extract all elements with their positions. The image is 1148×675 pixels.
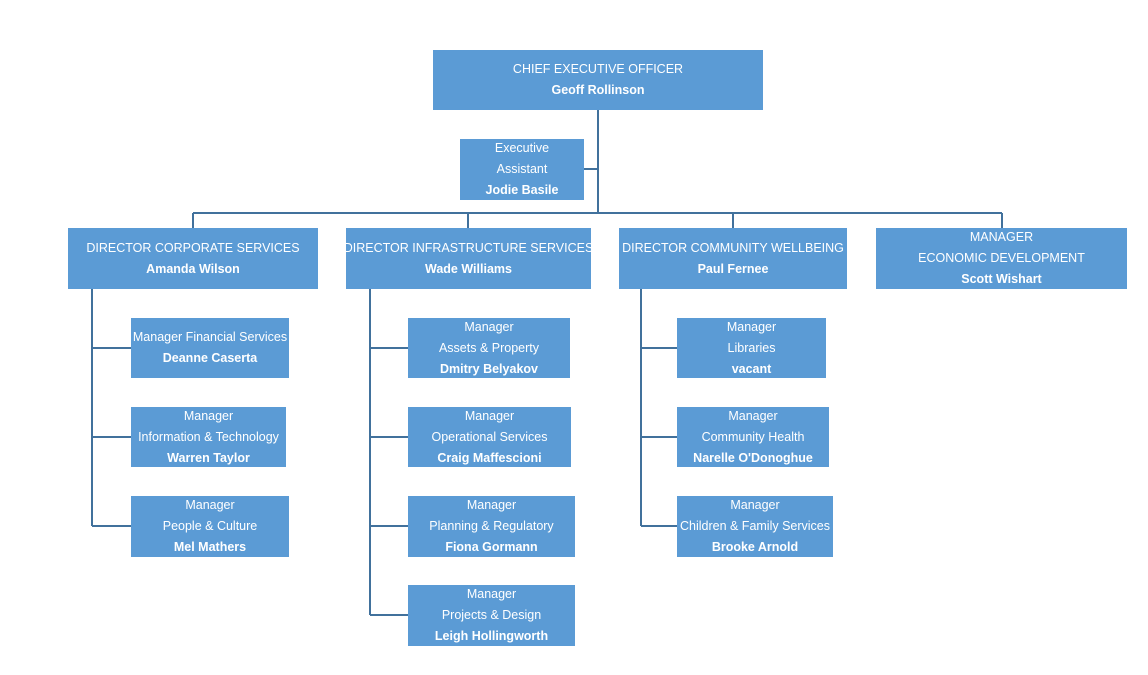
manager-name: Warren Taylor (167, 450, 250, 465)
manager-box: Manager Operational Services Craig Maffe… (408, 407, 571, 467)
manager-title: Manager (464, 408, 515, 423)
manager-box: Manager Financial Services Deanne Casert… (131, 318, 289, 378)
manager-box: Manager Information & Technology Warren … (131, 407, 286, 467)
manager-box: Manager People & Culture Mel Mathers (131, 496, 289, 557)
manager-title: Planning & Regulatory (429, 519, 554, 533)
assistant-title-line: Executive (494, 141, 550, 155)
manager-box: Manager Libraries vacant (677, 318, 826, 378)
manager-box: Manager Assets & Property Dmitry Belyako… (408, 318, 570, 378)
manager-title: Libraries (727, 340, 776, 355)
manager-title: Manager (464, 319, 514, 334)
director-name: Paul Fernee (697, 261, 769, 276)
director-title: ECONOMIC DEVELOPMENT (918, 251, 1085, 265)
manager-title: Manager (466, 587, 517, 601)
director-title: DIRECTOR INFRASTRUCTURE SERVICES (343, 240, 594, 255)
manager-title: Information & Technology (138, 429, 279, 444)
manager-title: Manager (728, 408, 778, 423)
manager-title: Children & Family Services (679, 519, 831, 533)
manager-name: Fiona Gormann (445, 540, 538, 554)
manager-title: Operational Services (431, 429, 548, 444)
director-name: Amanda Wilson (146, 261, 240, 276)
assistant-title-line: Assistant (496, 162, 548, 176)
ceo-title: CHIEF EXECUTIVE OFFICER (512, 62, 684, 76)
director-infrastructure-box: DIRECTOR INFRASTRUCTURE SERVICES Wade Wi… (343, 228, 594, 289)
manager-name: Mel Mathers (173, 540, 247, 554)
manager-box: Manager Projects & Design Leigh Hollingw… (408, 585, 575, 646)
manager-name: vacant (731, 361, 772, 376)
director-title: DIRECTOR COMMUNITY WELLBEING (622, 240, 844, 255)
manager-title: Manager (185, 498, 235, 512)
manager-name: Dmitry Belyakov (440, 361, 538, 376)
manager-title: Manager (466, 498, 517, 512)
ceo-box: CHIEF EXECUTIVE OFFICER Geoff Rollinson (433, 50, 763, 110)
director-name: Wade Williams (425, 261, 512, 276)
manager-box: Manager Children & Family Services Brook… (677, 496, 833, 557)
director-wellbeing-box: DIRECTOR COMMUNITY WELLBEING Paul Fernee (619, 228, 847, 289)
manager-box: Manager Planning & Regulatory Fiona Gorm… (408, 496, 575, 557)
manager-name: Deanne Caserta (162, 351, 258, 365)
ceo-name: Geoff Rollinson (551, 83, 645, 97)
manager-title: Projects & Design (441, 608, 542, 622)
manager-name: Brooke Arnold (711, 540, 799, 554)
manager-title: Manager Financial Services (132, 330, 288, 344)
manager-title: People & Culture (162, 519, 258, 533)
director-title: MANAGER (969, 230, 1034, 244)
manager-name: Craig Maffescioni (437, 450, 542, 465)
manager-title: Manager (183, 408, 234, 423)
manager-name: Leigh Hollingworth (434, 629, 549, 643)
manager-name: Narelle O'Donoghue (693, 450, 813, 465)
director-corporate-box: DIRECTOR CORPORATE SERVICES Amanda Wilso… (68, 228, 318, 289)
manager-title: Manager (730, 498, 780, 512)
manager-economic-development-box: MANAGER ECONOMIC DEVELOPMENT Scott Wisha… (876, 228, 1127, 289)
manager-title: Assets & Property (438, 340, 540, 355)
manager-title: Community Health (701, 429, 805, 444)
director-name: Scott Wishart (961, 272, 1042, 286)
director-title: DIRECTOR CORPORATE SERVICES (86, 240, 300, 255)
manager-title: Manager (726, 319, 777, 334)
manager-box: Manager Community Health Narelle O'Donog… (677, 407, 829, 467)
executive-assistant-box: Executive Assistant Jodie Basile (460, 139, 584, 200)
assistant-name: Jodie Basile (485, 183, 559, 197)
